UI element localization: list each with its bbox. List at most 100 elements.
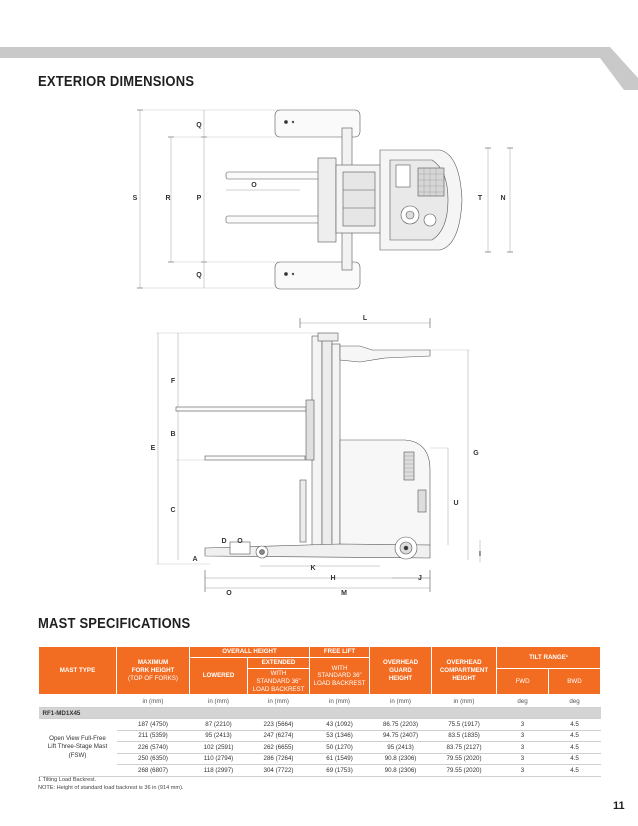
table-row: 226 (5740) 102 (2591) 262 (6655) 50 (127… — [39, 741, 601, 754]
top-view-truck — [137, 109, 513, 290]
label-n: N — [500, 195, 505, 202]
footnote-note: NOTE: Height of standard load backrest i… — [38, 784, 184, 791]
label-r: R — [165, 195, 170, 202]
label-i: I — [479, 551, 481, 558]
footnotes: 1 Tilting Load Backrest. NOTE: Height of… — [38, 777, 184, 793]
label-t: T — [478, 195, 483, 202]
header-tilt-bwd: BWD — [548, 667, 602, 696]
table-row: 211 (5359) 95 (2413) 247 (6274) 53 (1346… — [39, 730, 601, 743]
table-cell: 94.75 (2407) — [369, 730, 432, 743]
table-cell: 90.8 (2306) — [369, 764, 432, 777]
table-cell: 3 — [496, 730, 549, 743]
table-cell: 90.8 (2306) — [369, 753, 432, 766]
table-cell: 4.5 — [548, 764, 601, 777]
mast-specifications-title: MAST SPECIFICATIONS — [38, 614, 191, 632]
label-p: P — [197, 195, 202, 202]
exterior-dimensions-title: EXTERIOR DIMENSIONS — [38, 72, 195, 90]
label-k: K — [310, 565, 315, 572]
header-free-lift: FREE LIFT — [309, 646, 371, 658]
table-cell: 223 (5664) — [247, 718, 310, 731]
table-cell: 61 (1549) — [309, 753, 370, 766]
table-cell: 304 (7722) — [247, 764, 310, 777]
label-l: L — [363, 315, 368, 322]
table-cell: 250 (6350) — [116, 753, 190, 766]
label-g: G — [473, 450, 479, 457]
header-mast-type: MAST TYPE — [38, 645, 117, 696]
table-cell: 95 (2413) — [189, 730, 248, 743]
table-cell: 79.55 (2020) — [431, 753, 497, 766]
exterior-dimensions-drawing: Q S R P O T N Q L F B E G C U D O A I K … — [133, 109, 513, 597]
table-cell: 4.5 — [548, 718, 601, 731]
table-cell: 118 (2997) — [189, 764, 248, 777]
label-o-bottom: O — [226, 590, 232, 597]
table-cell: 50 (1270) — [309, 741, 370, 754]
header-overhead-guard-height: OVERHEAD GUARD HEIGHT — [369, 645, 433, 696]
table-cell: 3 — [496, 718, 549, 731]
table-cell: 69 (1753) — [309, 764, 370, 777]
table-cell: 53 (1346) — [309, 730, 370, 743]
unit-cell: in (mm) — [369, 694, 432, 709]
header-tilt-range: TILT RANGE¹ — [496, 646, 602, 669]
table-cell: 4.5 — [548, 730, 601, 743]
label-u: U — [453, 500, 458, 507]
label-h: H — [330, 575, 335, 582]
label-e: E — [151, 445, 156, 452]
table-cell: 286 (7264) — [247, 753, 310, 766]
table-row: 268 (6807) 118 (2997) 304 (7722) 69 (175… — [39, 764, 601, 777]
table-cell: 83.75 (2127) — [431, 741, 497, 754]
table-cell: 43 (1092) — [309, 718, 370, 731]
unit-cell: in (mm) — [116, 694, 190, 709]
footnote-tilting: 1 Tilting Load Backrest. — [38, 777, 97, 783]
model-row: RF1-MD1X45 — [38, 707, 601, 720]
label-s: S — [133, 195, 138, 202]
label-q-top: Q — [196, 122, 202, 129]
unit-cell: in (mm) — [309, 694, 370, 709]
label-c: C — [170, 507, 175, 514]
table-cell: 4.5 — [548, 753, 601, 766]
unit-cell: deg — [548, 694, 601, 709]
unit-cell: deg — [496, 694, 549, 709]
unit-cell: in (mm) — [247, 694, 310, 709]
table-cell: 87 (2210) — [189, 718, 248, 731]
label-m: M — [341, 590, 347, 597]
header-free-lift-with-backrest: WITH STANDARD 36" LOAD BACKREST — [309, 656, 371, 696]
label-o-top: O — [251, 182, 257, 189]
table-cell: 102 (2591) — [189, 741, 248, 754]
table-cell: 79.55 (2020) — [431, 764, 497, 777]
table-cell: 75.5 (1917) — [431, 718, 497, 731]
page-number: 11 — [613, 800, 625, 812]
table-cell: 3 — [496, 741, 549, 754]
table-cell: 110 (2794) — [189, 753, 248, 766]
mast-specifications-table: MAST TYPE MAXIMUM FORK HEIGHT (TOP OF FO… — [38, 645, 602, 777]
mast-type-cell: Open View Full-Free Lift Three-Stage Mas… — [38, 718, 117, 777]
table-cell: 3 — [496, 753, 549, 766]
header-extended: EXTENDED — [246, 657, 311, 669]
header-extended-with-backrest: WITH STANDARD 36" LOAD BACKREST — [246, 667, 311, 696]
units-row: in (mm) in (mm) in (mm) in (mm) in (mm) … — [38, 694, 601, 709]
table-cell: 226 (5740) — [116, 741, 190, 754]
table-cell: 86.75 (2203) — [369, 718, 432, 731]
unit-cell: in (mm) — [431, 694, 497, 709]
label-f: F — [171, 378, 176, 385]
table-cell: 95 (2413) — [369, 741, 432, 754]
table-cell: 268 (6807) — [116, 764, 190, 777]
header-lowered: LOWERED — [189, 656, 248, 696]
model-name: RF1-MD1X45 — [38, 707, 601, 720]
label-j: J — [418, 575, 422, 582]
header-tilt-fwd: FWD — [496, 667, 550, 696]
side-view-truck — [156, 318, 481, 592]
label-b: B — [170, 431, 175, 438]
table-cell: 187 (4750) — [116, 718, 190, 731]
table-row: 250 (6350) 110 (2794) 286 (7264) 61 (154… — [39, 753, 601, 766]
label-d: D — [221, 538, 226, 545]
table-cell: 3 — [496, 764, 549, 777]
table-cell: 4.5 — [548, 741, 601, 754]
label-q-bottom: Q — [196, 272, 202, 279]
table-cell: 83.5 (1835) — [431, 730, 497, 743]
header-max-fork-height: MAXIMUM FORK HEIGHT (TOP OF FORKS) — [116, 645, 190, 696]
table-cell: 262 (6655) — [247, 741, 310, 754]
label-a: A — [192, 556, 197, 563]
unit-cell: in (mm) — [189, 694, 248, 709]
top-decorative-band — [0, 47, 638, 90]
table-row: Open View Full-Free Lift Three-Stage Mas… — [38, 718, 601, 777]
